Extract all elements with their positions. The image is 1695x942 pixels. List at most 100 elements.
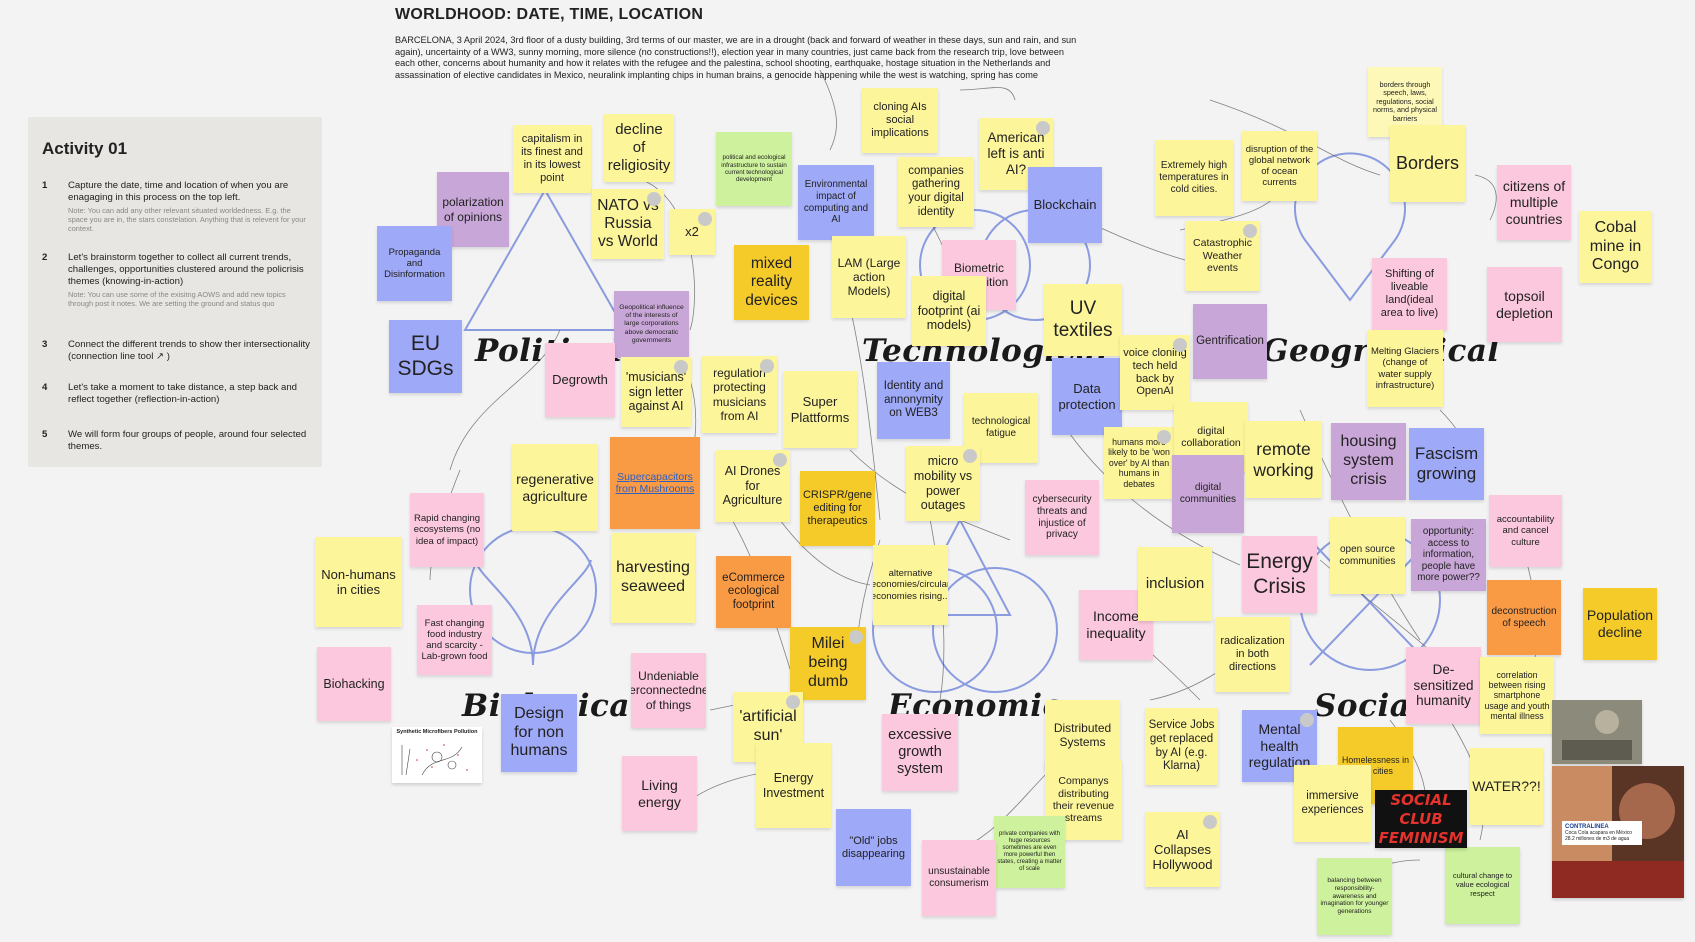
sticky-note[interactable]: cloning AIs social implications — [862, 88, 938, 153]
sticky-note[interactable]: Rapid changing ecosystems (no idea of im… — [410, 493, 484, 567]
sticky-note[interactable]: Geopolitical influence of the interests … — [614, 291, 689, 358]
sticky-note[interactable]: voice cloning tech held back by OpenAI — [1120, 335, 1190, 410]
sticky-note[interactable]: citizens of multiple countries — [1497, 165, 1571, 240]
sticky-note[interactable]: Blockchain — [1028, 167, 1102, 243]
sticky-note-text: eCommerce ecological footprint — [722, 571, 785, 611]
sticky-note[interactable]: Design for non humans — [501, 694, 577, 772]
news-image-card[interactable] — [1552, 700, 1642, 764]
sticky-note[interactable]: digital communities — [1172, 455, 1244, 533]
sticky-note[interactable]: Undeniable interconnectedness of things — [631, 653, 706, 728]
sticky-note[interactable]: Cobal mine in Congo — [1579, 211, 1652, 283]
sticky-note[interactable]: De-sensitized humanity — [1406, 647, 1481, 724]
sticky-note[interactable]: AI Drones for Agriculture — [715, 450, 790, 522]
sticky-note[interactable]: Degrowth — [545, 343, 615, 417]
sticky-note-text: deconstruction of speech — [1491, 605, 1557, 629]
sticky-note[interactable]: Gentrification — [1193, 304, 1267, 379]
sticky-note[interactable]: correlation between rising smartphone us… — [1480, 657, 1554, 734]
microfibers-image-card[interactable]: Synthetic Microfibers Pollution — [392, 727, 482, 783]
sticky-note[interactable]: AI Collapses Hollywood — [1145, 812, 1220, 887]
sticky-note[interactable]: Mental health regulation — [1242, 710, 1317, 782]
sticky-note[interactable]: regenerative agriculture — [512, 444, 598, 531]
sticky-note[interactable]: decline of religiosity — [604, 114, 674, 182]
sticky-note[interactable]: Propaganda and Disinformation — [377, 226, 452, 301]
sticky-note[interactable]: NATO vs Russia vs World — [592, 189, 664, 259]
sticky-note[interactable]: LAM (Large action Models) — [832, 236, 906, 318]
sticky-note[interactable]: inclusion — [1138, 547, 1212, 621]
worldhood-context-text[interactable]: BARCELONA, 3 April 2024, 3rd floor of a … — [395, 35, 1077, 80]
sticky-note[interactable]: regulation protecting musicians from AI — [702, 356, 777, 433]
sticky-note[interactable]: Data protection — [1052, 358, 1122, 435]
sticky-note[interactable]: Supercapacitors from Mushrooms — [610, 437, 700, 529]
sticky-note[interactable]: private companies with huge resources so… — [994, 816, 1065, 888]
sticky-note[interactable]: Extremely high temperatures in cold citi… — [1155, 140, 1233, 216]
sticky-note[interactable]: accountability and cancel culture — [1489, 495, 1562, 567]
sticky-note[interactable]: humans more likely to be 'won over' by A… — [1104, 427, 1174, 499]
sticky-note-text: EU SDGs — [397, 331, 454, 380]
sticky-note[interactable]: Super Plattforms — [783, 371, 857, 448]
sticky-note-text: accountability and cancel culture — [1496, 514, 1555, 548]
sticky-note[interactable]: harvesting seaweed — [611, 533, 695, 623]
sticky-note[interactable]: balancing between responsibility-awarene… — [1317, 858, 1392, 935]
sticky-note[interactable]: WATER??! — [1470, 748, 1543, 825]
sticky-note-text: Biohacking — [323, 676, 385, 691]
sticky-note-text: housing system crisis — [1340, 433, 1397, 488]
sticky-note[interactable]: "Old" jobs disappearing — [836, 809, 911, 886]
sticky-note[interactable]: Fast changing food industry and scarcity… — [417, 605, 492, 675]
sticky-note[interactable]: mixed reality devices — [734, 245, 809, 320]
sticky-note[interactable]: Environmental impact of computing and AI — [798, 165, 874, 240]
author-avatar-icon — [698, 212, 712, 226]
sticky-note[interactable]: CRISPR/gene editing for therapeutics — [800, 471, 875, 546]
sticky-note[interactable]: deconstruction of speech — [1487, 580, 1561, 655]
sticky-note[interactable]: alternative economies/circular economies… — [873, 545, 948, 625]
sticky-note[interactable]: disruption of the global network of ocea… — [1242, 131, 1317, 201]
sticky-note[interactable]: Energy Investment — [756, 743, 831, 828]
sticky-note[interactable]: Catastrophic Weather events — [1185, 221, 1260, 291]
sticky-note[interactable]: unsustainable consumerism — [922, 840, 996, 916]
sticky-note[interactable]: Fascism growing — [1409, 428, 1484, 500]
sticky-note[interactable]: x2 — [669, 209, 715, 255]
sticky-note[interactable]: Shifting of liveable land(ideal area to … — [1372, 258, 1447, 330]
sticky-note-text: "Old" jobs disappearing — [842, 834, 905, 860]
author-avatar-icon — [674, 360, 688, 374]
sticky-note[interactable]: Population decline — [1583, 588, 1657, 660]
sticky-note[interactable]: eCommerce ecological footprint — [716, 556, 791, 628]
sticky-note[interactable]: companies gathering your digital identit… — [898, 157, 974, 227]
sticky-note[interactable]: open source communities — [1330, 517, 1405, 594]
sticky-note[interactable]: Living energy — [622, 756, 697, 831]
sticky-note[interactable]: EU SDGs — [389, 320, 462, 393]
sticky-note[interactable]: radicalization in both directions — [1215, 617, 1290, 692]
coca-cola-news-card[interactable]: CONTRALINEA Coca Cola acapara en México … — [1552, 766, 1684, 898]
sticky-note[interactable]: political and ecological infrastructure … — [716, 132, 792, 206]
sticky-note[interactable]: UV textiles — [1044, 284, 1122, 356]
sticky-note[interactable]: cybersecurity threats and injustice of p… — [1025, 480, 1099, 555]
sticky-note[interactable]: Identity and annonymity on WEB3 — [877, 362, 950, 439]
sticky-note[interactable]: Milei being dumb — [790, 627, 866, 700]
sticky-note[interactable]: Borders — [1390, 125, 1465, 202]
sticky-note-text: 'musicians' sign letter against AI — [625, 369, 687, 414]
sticky-note[interactable]: remote working — [1245, 421, 1322, 498]
sticky-note-text: Blockchain — [1033, 197, 1097, 213]
sticky-note[interactable]: Melting Glaciers (change of water supply… — [1367, 330, 1443, 407]
sticky-note[interactable]: topsoil depletion — [1487, 267, 1562, 342]
sticky-note[interactable]: cultural change to value ecological resp… — [1445, 847, 1520, 924]
sticky-note[interactable]: Distributed Systems — [1045, 700, 1120, 770]
sticky-note[interactable]: 'musicians' sign letter against AI — [621, 357, 691, 427]
sticky-note-text: capitalism in its finest and in its lowe… — [521, 133, 583, 184]
sticky-note-text: CRISPR/gene editing for therapeutics — [802, 489, 873, 527]
sticky-note[interactable]: capitalism in its finest and in its lowe… — [513, 125, 591, 193]
sticky-note-text: Service Jobs get replaced by AI (e.g. Kl… — [1148, 719, 1215, 773]
sticky-note[interactable]: Biohacking — [317, 647, 391, 721]
sticky-note[interactable]: micro mobility vs power outages — [906, 446, 980, 521]
social-club-feminism-image[interactable]: SOCIAL CLUB FEMINISM — [1375, 790, 1467, 848]
sticky-note[interactable]: opportunity: access to information, peop… — [1411, 519, 1486, 591]
sticky-note[interactable]: Energy Crisis — [1242, 536, 1317, 613]
sticky-note[interactable]: digital footprint (ai models) — [912, 276, 986, 346]
sticky-note[interactable]: Non-humans in cities — [315, 537, 402, 627]
sticky-note-text: opportunity: access to information, peop… — [1417, 526, 1480, 584]
sticky-note[interactable]: immersive experiences — [1294, 765, 1371, 842]
sticky-note[interactable]: housing system crisis — [1331, 423, 1406, 500]
author-avatar-icon — [849, 630, 863, 644]
sticky-note[interactable]: Service Jobs get replaced by AI (e.g. Kl… — [1145, 708, 1218, 785]
sticky-note[interactable]: excessive growth system — [882, 714, 958, 791]
